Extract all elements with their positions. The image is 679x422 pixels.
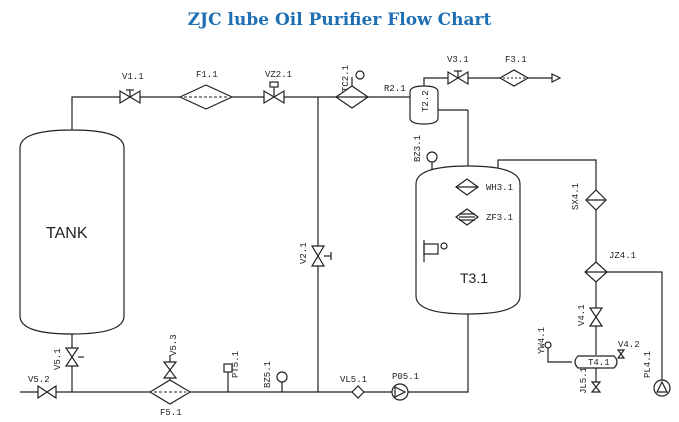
valve-vl5-1: [351, 385, 365, 399]
label-zf3-1: ZF3.1: [486, 213, 513, 223]
filter-jz4-1: [584, 261, 608, 283]
valve-v4-2: [616, 349, 626, 359]
label-yw4-1: YW4.1: [537, 327, 547, 354]
label-pl4-1: PL4.1: [643, 351, 653, 378]
label-v4-1: V4.1: [577, 304, 587, 326]
tank: TANK: [19, 129, 125, 335]
sensor-pt5-1: [223, 363, 233, 392]
pipe-tank-top: [71, 96, 180, 130]
label-vl5-1: VL5.1: [340, 375, 367, 385]
filter-f5-1: [148, 379, 192, 405]
element-zf3-1: [454, 208, 480, 226]
label-t2-2: T2.2: [421, 90, 431, 112]
pipe-t41-yw4: [547, 348, 572, 363]
valve-jl5-1: [590, 381, 602, 393]
valve-v4-1: [588, 307, 604, 327]
valve-v1-1: [119, 89, 141, 105]
label-bz5-1: BZ5.1: [263, 361, 273, 388]
label-f5-1: F5.1: [160, 408, 182, 418]
label-v5-3: V5.3: [169, 334, 179, 356]
label-bz3-1: BZ3.1: [413, 135, 423, 162]
pipe-jz4-pl4: [607, 271, 663, 380]
pump-p05-1: [391, 383, 409, 401]
label-vz2-1: VZ2.1: [265, 70, 292, 80]
label-p05-1: P05.1: [392, 372, 419, 382]
diagram-title: ZJC lube Oil Purifier Flow Chart: [187, 10, 492, 30]
pipe-p05-t31: [408, 314, 469, 393]
label-t3-1: T3.1: [460, 270, 488, 286]
label-sx4-1: SX4.1: [571, 183, 581, 210]
gauge-bz3-1: [426, 151, 438, 170]
label-f1-1: F1.1: [196, 70, 218, 80]
label-r2-1: R2.1: [384, 84, 406, 94]
element-wh3-1: [454, 178, 480, 196]
filter-sx4-1: [585, 189, 607, 211]
valve-v5-2: [37, 384, 57, 400]
label-pt5-1: PT5.1: [231, 351, 241, 378]
label-tc2-1: TC2.1: [341, 65, 351, 92]
heater-tc2-1: [334, 70, 370, 109]
vessel-t3-1: [415, 165, 521, 315]
gauge-bz5-1: [276, 371, 288, 392]
filter-f3-1: [498, 69, 530, 87]
valve-v3-1: [447, 70, 469, 86]
label-f3-1: F3.1: [505, 55, 527, 65]
tank-t2-2: [409, 85, 439, 125]
valve-v2-1: [310, 245, 332, 267]
tank-t4-1: [574, 355, 618, 369]
label-t4-1: T4.1: [588, 358, 610, 368]
label-v5-2: V5.2: [28, 375, 50, 385]
level-switch-t3: [423, 240, 448, 262]
label-v2-1: V2.1: [299, 242, 309, 264]
label-v4-2: V4.2: [618, 340, 640, 350]
valve-vz2-1: [263, 81, 285, 105]
label-v5-1: V5.1: [53, 348, 63, 370]
tank-label: TANK: [46, 225, 88, 242]
pipe-tank-bottom: [71, 334, 150, 393]
sensor-yw4: [544, 341, 552, 349]
label-v3-1: V3.1: [447, 55, 469, 65]
pump-pl4-1: [653, 379, 671, 397]
label-jl5-1: JL5.1: [579, 367, 589, 394]
pipe-to-sx4: [497, 159, 597, 190]
valve-v5-3: [162, 361, 178, 379]
pipe-to-v3: [423, 77, 500, 86]
filter-f1-1: [178, 84, 234, 110]
label-wh3-1: WH3.1: [486, 183, 513, 193]
valve-v5-1: [64, 347, 84, 367]
label-v1-1: V1.1: [122, 72, 144, 82]
arrow-f3-out: [551, 73, 562, 83]
label-jz4-1: JZ4.1: [609, 251, 636, 261]
